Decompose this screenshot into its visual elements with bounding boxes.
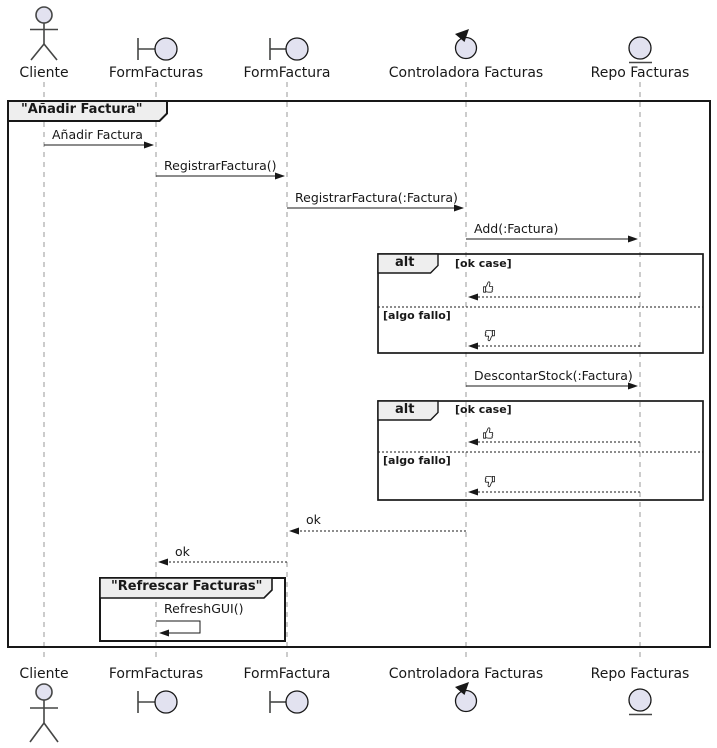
- participant-label-formfacturas: FormFacturas: [108, 65, 204, 81]
- thumbs-up-icon: [483, 281, 494, 293]
- alt-operator-tab: [377, 400, 439, 421]
- actor-icon: [29, 683, 59, 743]
- alt-operator-tab: [377, 253, 439, 274]
- participant-label-repo: Repo Facturas: [590, 65, 690, 81]
- alt-operator: alt: [395, 402, 415, 417]
- frame-anadir-factura: [7, 100, 711, 648]
- call-arrows: [44, 141, 638, 390]
- boundary-icon: [137, 37, 178, 61]
- control-icon: [454, 682, 478, 713]
- participant-label-repo: Repo Facturas: [590, 666, 690, 682]
- group-title: "Refrescar Facturas": [111, 579, 263, 594]
- alt-fragment-1: [377, 253, 704, 354]
- alt-fragment-2: [377, 400, 704, 501]
- participant-label-formfactura: FormFactura: [243, 666, 331, 682]
- group-title-tab: [99, 577, 273, 599]
- alt-operator: alt: [395, 255, 415, 270]
- thumbs-down-icon: [484, 475, 495, 488]
- message-label: Añadir Factura: [52, 127, 143, 142]
- boundary-icon: [137, 690, 178, 714]
- thumbs-up-icon: [483, 427, 494, 439]
- return-arrows: [158, 293, 640, 566]
- actor-icon: [30, 6, 58, 61]
- lifelines: [43, 82, 641, 662]
- entity-icon: [628, 36, 652, 64]
- participant-label-formfactura: FormFactura: [243, 65, 331, 81]
- group-refrescar-facturas: [99, 577, 286, 642]
- entity-icon: [628, 688, 652, 716]
- thumbs-down-icon: [484, 329, 495, 342]
- message-label: ok: [306, 512, 321, 527]
- participant-label-cliente: Cliente: [19, 65, 69, 81]
- self-message-arrow: [156, 620, 201, 637]
- participant-label-controladora: Controladora Facturas: [388, 65, 544, 81]
- participant-label-formfacturas: FormFacturas: [108, 666, 204, 682]
- message-label: DescontarStock(:Factura): [474, 368, 633, 383]
- boundary-icon: [269, 37, 309, 61]
- guard-ok: [ok case]: [455, 403, 512, 416]
- message-label: RefreshGUI(): [164, 601, 244, 616]
- guard-fail: [algo fallo]: [383, 309, 451, 322]
- message-label: ok: [175, 544, 190, 559]
- message-label: RegistrarFactura(:Factura): [295, 190, 458, 205]
- guard-ok: [ok case]: [455, 257, 512, 270]
- guard-fail: [algo fallo]: [383, 454, 451, 467]
- frame-title: "Añadir Factura": [21, 102, 143, 117]
- control-icon: [454, 29, 478, 60]
- participant-label-cliente: Cliente: [19, 666, 69, 682]
- participant-label-controladora: Controladora Facturas: [388, 666, 544, 682]
- message-label: Add(:Factura): [474, 221, 559, 236]
- boundary-icon: [269, 690, 309, 714]
- message-label: RegistrarFactura(): [164, 158, 277, 173]
- frame-title-tab: [7, 100, 168, 122]
